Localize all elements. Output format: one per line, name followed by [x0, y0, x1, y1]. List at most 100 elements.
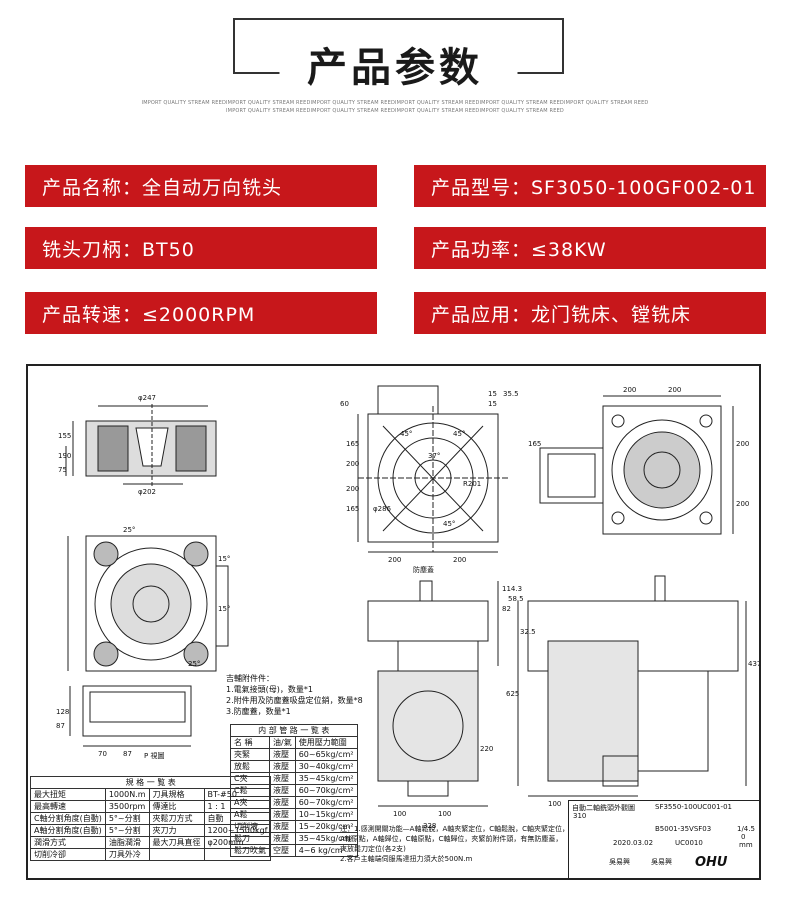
dim-mid-a3: 25° — [188, 660, 200, 668]
mid-top-view — [67, 535, 229, 672]
note-2: A軸原點，A軸歸位，C軸原點，C軸歸位，夾緊前附件頭，有無防塵蓋， — [340, 835, 563, 843]
right-top-view — [539, 395, 734, 535]
table-cell: 自動 — [203, 812, 272, 825]
note-4: 2.客戶主軸端伺服馬達扭力須大於500N.m — [340, 855, 473, 863]
table-cell: 35~45kg/cm² — [294, 772, 358, 785]
dim-mid-a2: 15° — [218, 555, 230, 563]
plan-view — [357, 385, 508, 553]
spec-power: 产品功率：≤38KW — [414, 227, 766, 269]
dim-side-2: 82 — [502, 605, 511, 613]
table-cell: 最高轉速 — [30, 800, 106, 813]
tb-designer: 吳易興 — [609, 858, 630, 866]
p-view-label: P 視圖 — [144, 751, 164, 760]
drawing-canvas: φ247 φ202 190 155 75 200 200 165 200 200… — [56, 385, 759, 830]
spec-speed: 产品转速：≤2000RPM — [25, 292, 377, 334]
dim-p-h1: 128 — [56, 708, 69, 716]
table-cell — [148, 848, 205, 861]
dim-plan-h3: 200 — [346, 485, 359, 493]
subtitle-line-1: IMPORT QUALITY STREAM REEDIMPORT QUALITY… — [141, 100, 649, 106]
title-block: 自動二軸銑頭外觀圖 SF3550-100UC001-01 B5001-35VSF… — [568, 800, 759, 878]
table-cell: 4~6 kg/cm² — [294, 844, 358, 857]
table-cell: A軸分割角度(自動) — [30, 824, 106, 837]
drawing-notes: 注：1.感測開關功能—A軸鬆脫，A軸夾緊定位，C軸鬆脫，C軸夾緊定位， A軸原點… — [340, 824, 569, 864]
p-view — [69, 685, 192, 747]
tb-scale: 1/4.5 — [737, 825, 755, 833]
dim-plan-top3: 15 — [488, 400, 497, 408]
table-cell: 液壓 — [269, 772, 296, 785]
table-cell: 60~70kg/cm² — [294, 796, 358, 809]
dim-p-w1: 70 — [98, 750, 107, 758]
dust-cover-label: 防塵蓋 — [413, 565, 434, 574]
tb-checker: 吳易興 — [651, 858, 672, 866]
table-cell: 最大扭矩 — [30, 788, 106, 801]
table-cell: 最大刀具直徑 — [148, 836, 205, 849]
spec-product-name: 产品名称：全自动万向铣头 — [25, 165, 377, 207]
side-view-right — [517, 575, 747, 797]
dim-155: 155 — [58, 432, 71, 440]
pipe-header-medium: 油/氣 — [269, 736, 296, 749]
table-cell: 30~40kg/cm² — [294, 760, 358, 773]
accessories-title: 吉輔附件件： — [226, 674, 274, 683]
tb-drawing-title: 自動二軸銑頭外觀圖 — [572, 804, 635, 812]
side-view-left — [367, 580, 499, 807]
dim-d247: φ247 — [138, 394, 156, 402]
table-cell: 液壓 — [269, 820, 296, 833]
table-cell: 液壓 — [269, 748, 296, 761]
dim-right-h1: 200 — [736, 440, 749, 448]
spec-shank: 铣头刀柄：BT50 — [25, 227, 377, 269]
table-cell: 放鬆 — [230, 760, 270, 773]
dim-plan-a1: 45° — [400, 430, 412, 438]
accessory-3: 3.防塵蓋，数量*1 — [226, 707, 291, 716]
table-cell: 液壓 — [269, 808, 296, 821]
table-cell: BT-#50 — [203, 788, 272, 801]
table-cell: 液壓 — [269, 832, 296, 845]
table-cell — [203, 848, 272, 861]
dim-plan-a4: 45° — [443, 520, 455, 528]
table-cell: 5°~分割 — [104, 824, 150, 837]
spec-application: 产品应用：龙门铣床、镗铣床 — [414, 292, 766, 334]
dim-right-h3: 200 — [736, 500, 749, 508]
table-cell: 1000N.m — [104, 788, 150, 801]
dim-right-h2: 165 — [528, 440, 541, 448]
pipe-header-pressure: 使用壓力範圍 — [294, 736, 358, 749]
tb-date: 2020.03.02 — [613, 839, 654, 847]
tb-sheet: 0 — [741, 833, 746, 841]
tb-material: B5001-35VSF03 — [655, 825, 712, 833]
dim-side-3: 58.5 — [508, 595, 524, 603]
page-title: 产品参数 — [307, 45, 483, 91]
dim-plan-a3: 37° — [428, 452, 440, 460]
dim-side-8: 100 — [393, 810, 406, 818]
accessory-2: 2.附件用及防塵蓋吸盘定位銷，数量*8 — [226, 696, 363, 705]
dim-plan-top1: 60 — [340, 400, 349, 408]
accessories-note: 吉輔附件件： 1.電氣接頭(母)，数量*1 2.附件用及防塵蓋吸盘定位銷，数量*… — [226, 673, 363, 717]
dim-190: 190 — [58, 452, 71, 460]
dim-side-11: 100 — [548, 800, 561, 808]
table-row: 切削冷卻刀具外冷 — [30, 848, 272, 861]
dim-plan-h2: 200 — [346, 460, 359, 468]
dim-p-w2: 87 — [123, 750, 132, 758]
dim-mid-a4: 15° — [218, 605, 230, 613]
dim-p-h2: 87 — [56, 722, 65, 730]
table-cell: 傳達比 — [148, 800, 205, 813]
dim-side-7: 220 — [480, 745, 493, 753]
tb-unit: mm — [739, 841, 753, 849]
dim-d202: φ202 — [138, 488, 156, 496]
note-1: 注：1.感測開關功能—A軸鬆脫，A軸夾緊定位，C軸鬆脫，C軸夾緊定位， — [340, 825, 570, 833]
dim-plan-top4: 35.5 — [503, 390, 519, 398]
spec-product-model: 产品型号：SF3050-100GF002-01 — [414, 165, 766, 207]
table-cell: 空壓 — [269, 844, 296, 857]
technical-drawing: φ247 φ202 190 155 75 200 200 165 200 200… — [26, 364, 761, 880]
dim-right-w1: 200 — [623, 386, 636, 394]
dim-side-1: 114.3 — [502, 585, 522, 593]
table-cell: 液壓 — [269, 760, 296, 773]
subtitle-line-2: IMPORT QUALITY STREAM REEDIMPORT QUALITY… — [226, 108, 564, 114]
title-frame — [233, 18, 564, 74]
table-cell: 液壓 — [269, 796, 296, 809]
dim-75: 75 — [58, 466, 67, 474]
